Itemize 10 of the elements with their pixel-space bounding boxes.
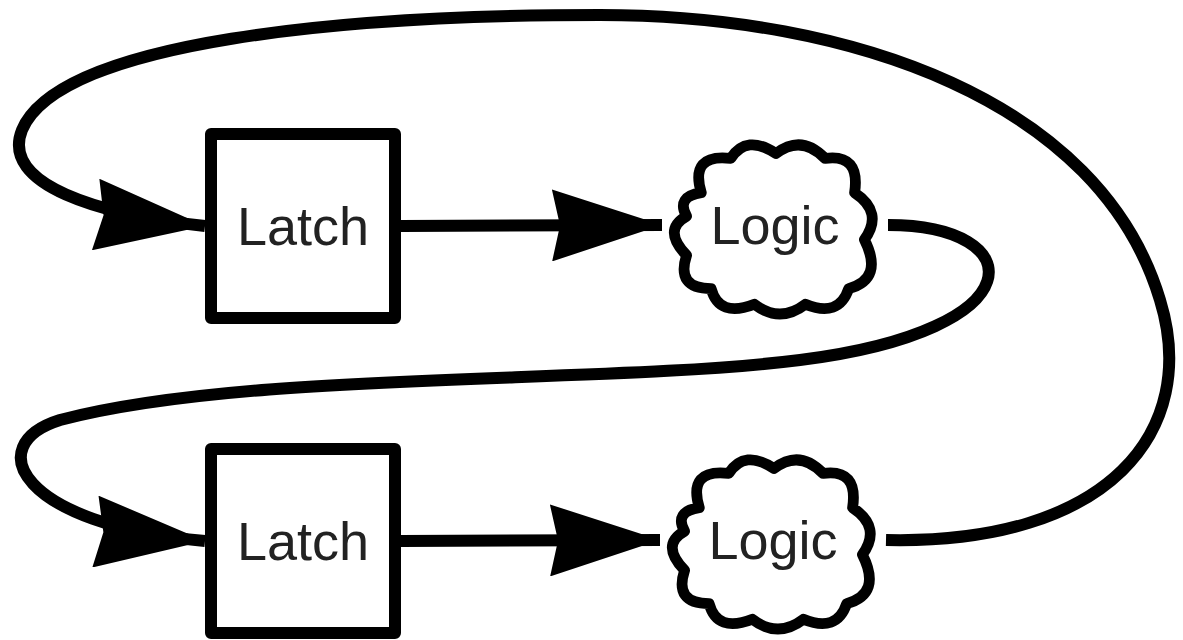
node-label: Latch <box>236 510 370 572</box>
arrow <box>400 189 663 262</box>
node-label: Latch <box>236 195 370 257</box>
arrow <box>15 219 994 564</box>
arrow <box>14 9 1175 546</box>
arrow <box>400 504 661 577</box>
node-label: Logic <box>708 509 838 571</box>
latch-box <box>205 443 401 639</box>
node-label: Logic <box>710 194 840 256</box>
latch-box <box>205 128 401 324</box>
